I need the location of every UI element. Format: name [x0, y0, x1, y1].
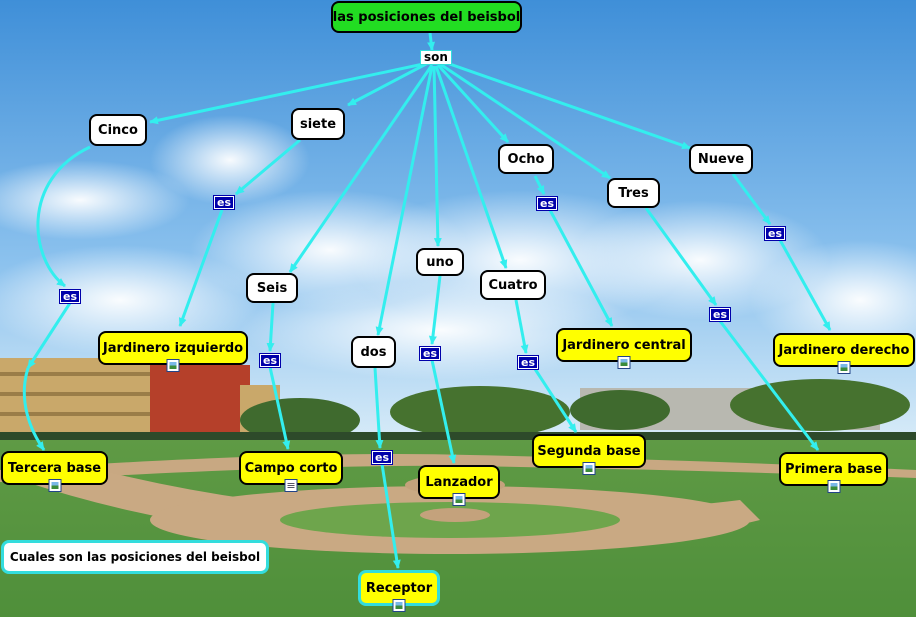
image-resource-icon[interactable] [617, 356, 631, 369]
image-resource-icon[interactable] [392, 599, 406, 612]
es-link-tres[interactable]: es [708, 307, 732, 322]
node-ocho-label: Ocho [507, 151, 545, 167]
node-jardinero-derecho-label: Jardinero derecho [778, 342, 910, 358]
node-cuatro[interactable]: Cuatro [480, 270, 546, 300]
es-link-dos[interactable]: es [370, 450, 394, 465]
node-campo-corto-label: Campo corto [244, 460, 338, 476]
node-cuatro-label: Cuatro [488, 277, 538, 293]
node-lanzador[interactable]: Lanzador [418, 465, 500, 506]
node-uno[interactable]: uno [416, 248, 464, 276]
node-siete-label: siete [299, 116, 337, 132]
node-tercera-base[interactable]: Tercera base [1, 451, 108, 492]
node-tercera-base-label: Tercera base [7, 460, 102, 476]
focus-question-label: Cuales son las posiciones del beisbol [9, 549, 261, 564]
es-link-siete[interactable]: es [212, 195, 236, 210]
root-concept-label: las posiciones del beisbol [332, 9, 521, 25]
son-linking-phrase[interactable]: son [420, 50, 452, 65]
es-link-ocho[interactable]: es [535, 196, 559, 211]
es-link-cinco[interactable]: es [58, 289, 82, 304]
node-ocho[interactable]: Ocho [498, 144, 554, 174]
es-link-seis[interactable]: es [258, 353, 282, 368]
image-resource-icon[interactable] [452, 493, 466, 506]
node-tres-label: Tres [618, 185, 649, 201]
es-link-uno[interactable]: es [418, 346, 442, 361]
es-link-cuatro[interactable]: es [516, 355, 540, 370]
focus-question-node[interactable]: Cuales son las posiciones del beisbol [1, 540, 269, 574]
node-dos[interactable]: dos [351, 336, 396, 368]
node-nueve[interactable]: Nueve [689, 144, 753, 174]
image-resource-icon[interactable] [48, 479, 61, 492]
node-campo-corto[interactable]: Campo corto [239, 451, 343, 492]
node-primera-base[interactable]: Primera base [779, 452, 888, 493]
es-link-nueve[interactable]: es [763, 226, 787, 241]
node-seis[interactable]: Seis [246, 273, 298, 303]
image-resource-icon[interactable] [166, 359, 180, 372]
node-primera-base-label: Primera base [784, 461, 883, 477]
node-seis-label: Seis [256, 280, 288, 296]
node-dos-label: dos [360, 344, 387, 360]
node-cinco-label: Cinco [98, 122, 138, 138]
image-resource-icon[interactable] [837, 361, 851, 374]
node-cinco[interactable]: Cinco [89, 114, 147, 146]
node-jardinero-derecho[interactable]: Jardinero derecho [773, 333, 915, 374]
node-jardinero-izquierdo[interactable]: Jardinero izquierdo [98, 331, 248, 372]
node-jardinero-izquierdo-label: Jardinero izquierdo [102, 340, 244, 356]
node-uno-label: uno [426, 254, 454, 270]
image-resource-icon[interactable] [827, 480, 840, 493]
node-nueve-label: Nueve [697, 151, 745, 167]
image-resource-icon[interactable] [582, 462, 596, 475]
node-jardinero-central[interactable]: Jardinero central [556, 328, 692, 369]
node-receptor-label: Receptor [365, 580, 433, 596]
node-lanzador-label: Lanzador [425, 474, 493, 490]
node-tres[interactable]: Tres [607, 178, 660, 208]
node-segunda-base-label: Segunda base [537, 443, 641, 459]
node-jardinero-central-label: Jardinero central [562, 337, 686, 353]
node-siete[interactable]: siete [291, 108, 345, 140]
root-concept-node[interactable]: las posiciones del beisbol [331, 1, 522, 33]
document-resource-icon[interactable] [284, 479, 298, 492]
node-segunda-base[interactable]: Segunda base [532, 434, 646, 475]
node-receptor[interactable]: Receptor [358, 570, 440, 612]
